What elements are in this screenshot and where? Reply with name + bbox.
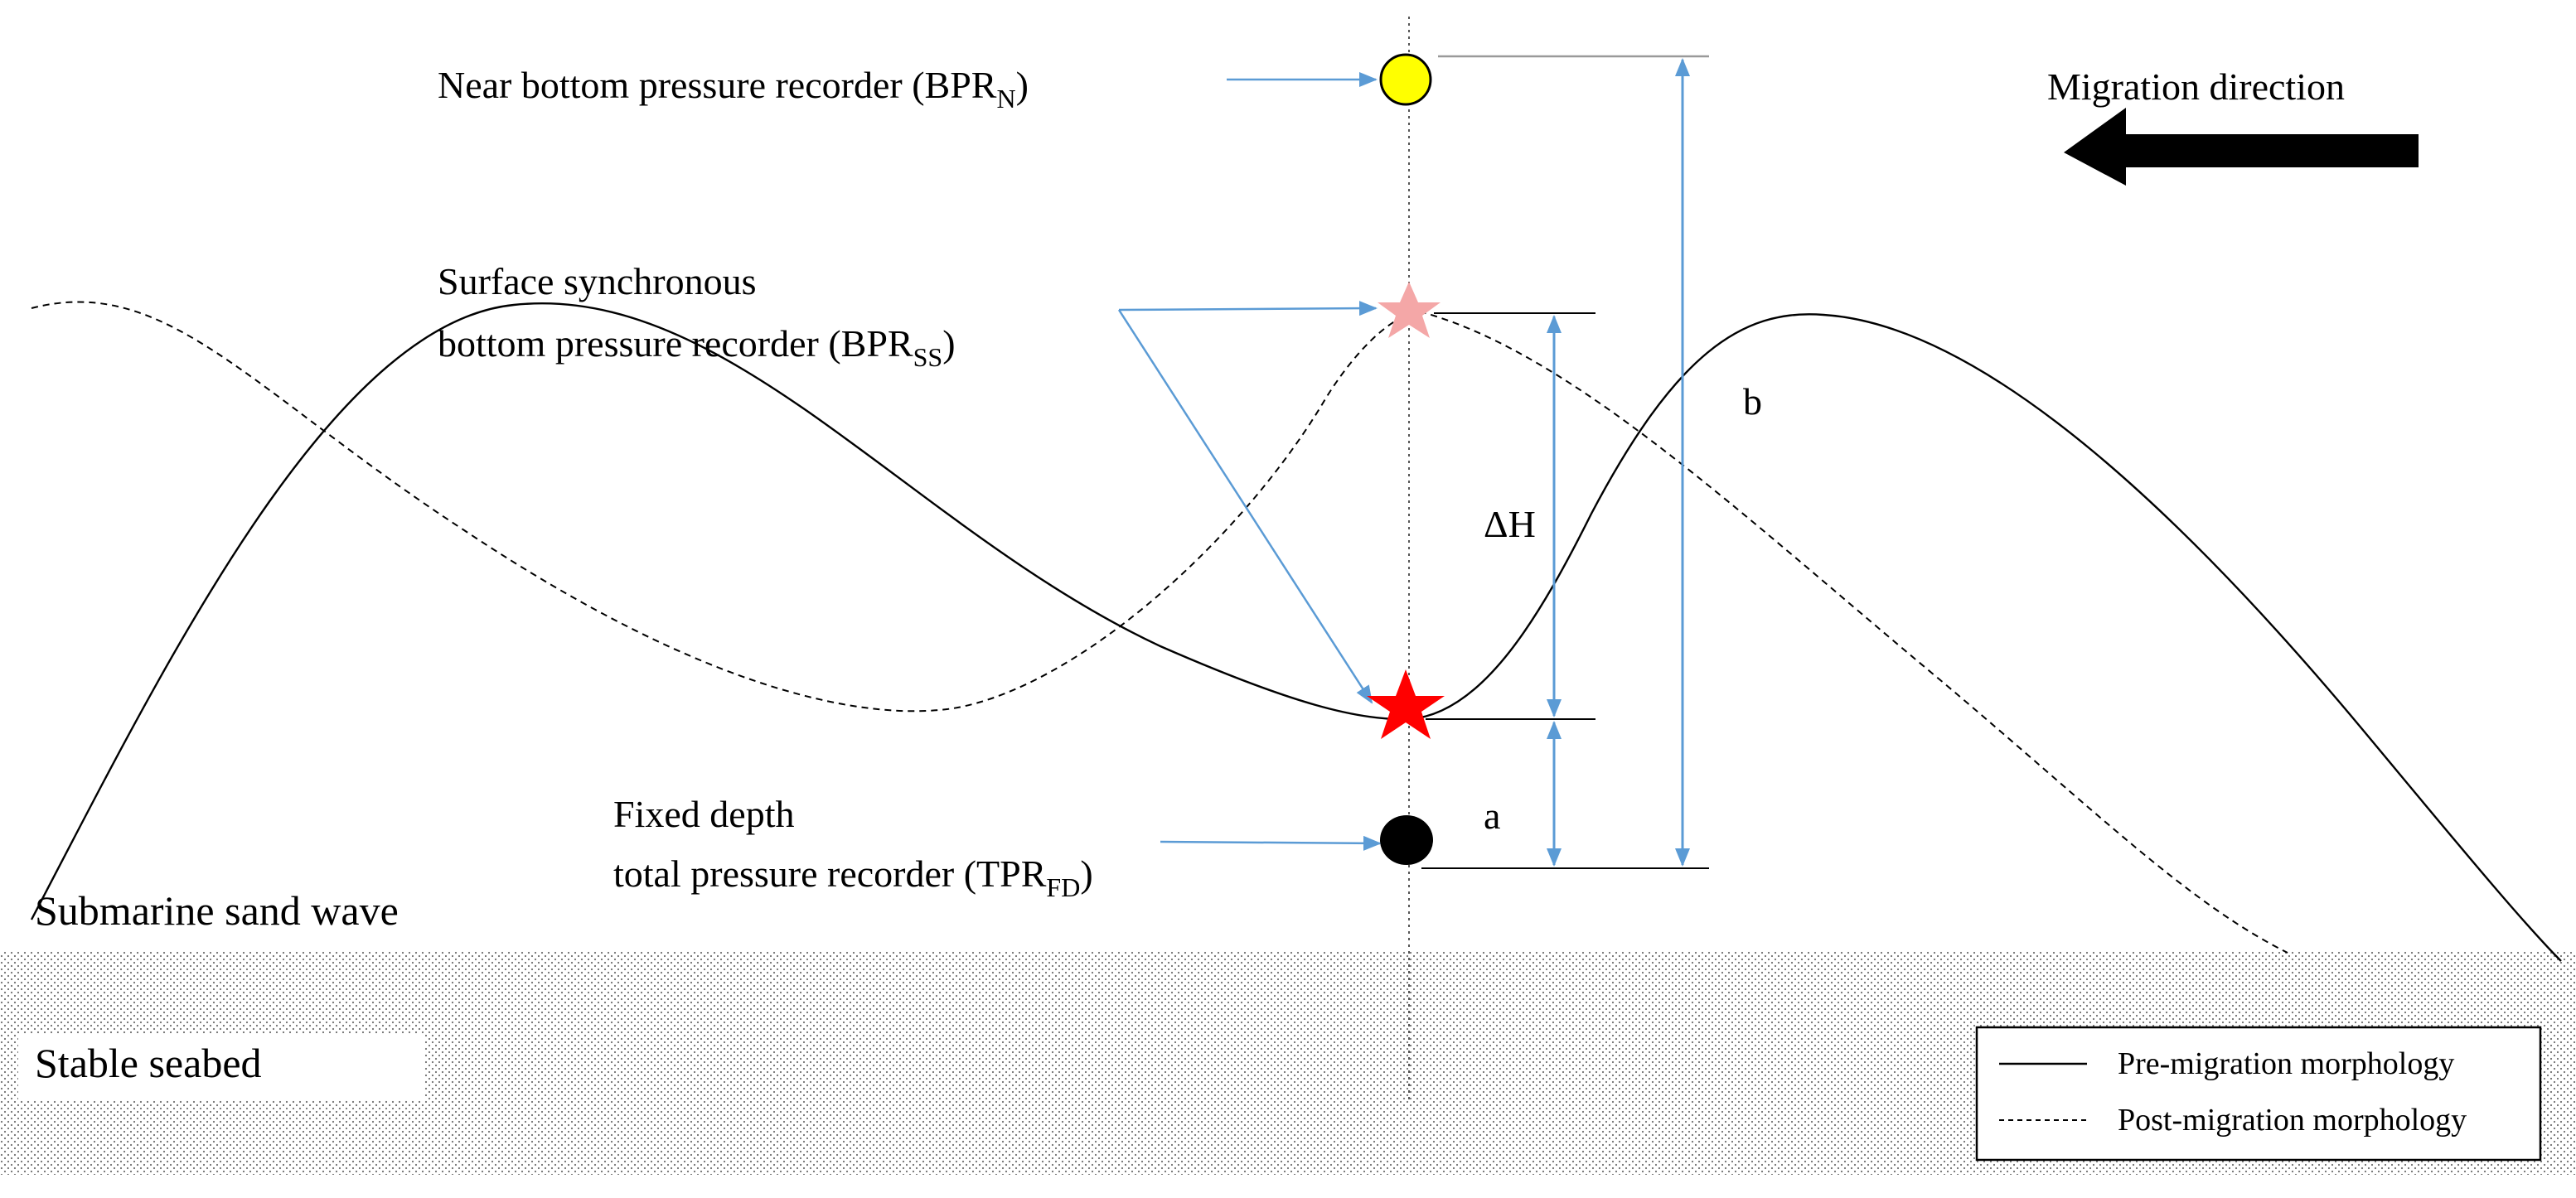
legend: Pre-migration morphology Post-migration …: [1975, 1026, 2542, 1162]
legend-box: [1975, 1026, 2542, 1162]
tpr-pointer-arrow: [1160, 835, 1382, 851]
seabed-label-bg: [18, 1034, 424, 1100]
bpr-ss-pointer-arrow-trough: [1117, 309, 1373, 704]
seabed-label: Stable seabed: [35, 1040, 262, 1086]
tpr-fd-marker: [1380, 815, 1433, 865]
legend-pre-label: Pre-migration morphology: [2118, 1046, 2454, 1081]
bpr-ss-pointer-arrow-crest: [1118, 301, 1378, 316]
a-label: a: [1484, 795, 1500, 837]
sand-wave-label-bg: [25, 883, 555, 949]
migration-direction-label: Migration direction: [2047, 65, 2345, 108]
bpr-ss-pre-migration-star: [1367, 669, 1445, 739]
post-migration-profile: [31, 301, 2288, 954]
bpr-ss-label-line2: bottom pressure recorder (BPRSS): [438, 322, 956, 372]
tpr-label-line2: total pressure recorder (TPRFD): [613, 853, 1093, 902]
bpr-n-marker: [1379, 53, 1432, 106]
delta-h-label: ΔH: [1484, 503, 1536, 545]
pre-migration-profile: [30, 302, 2562, 962]
legend-post-label: Post-migration morphology: [2118, 1103, 2467, 1138]
bpr-ss-post-migration-star: [1378, 282, 1441, 338]
bpr-n-label: Near bottom pressure recorder (BPRN): [438, 64, 1029, 114]
b-label: b: [1743, 380, 1762, 423]
tpr-label-line1: Fixed depth: [613, 793, 794, 835]
sand-wave-label: Submarine sand wave: [35, 887, 399, 934]
migration-direction-arrow: [2064, 108, 2419, 186]
bpr-ss-label-line1: Surface synchronous: [438, 260, 757, 302]
